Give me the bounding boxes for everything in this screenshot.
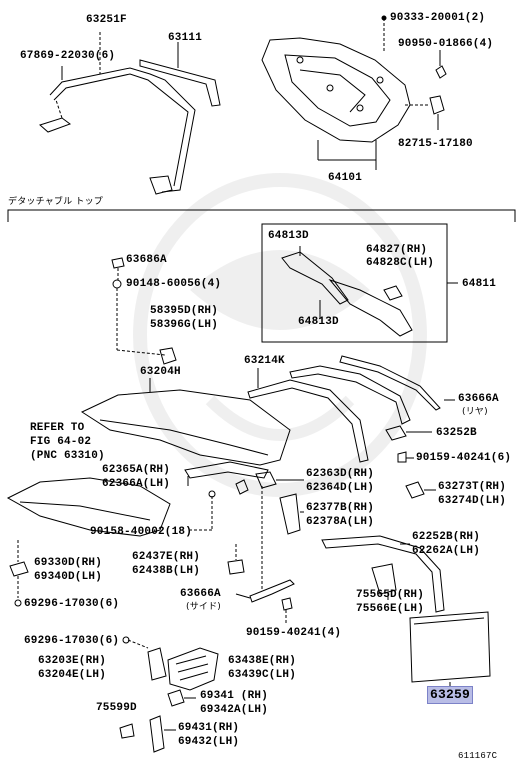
label-69431[interactable]: 69431(RH) [178, 722, 240, 734]
label-67869-22030[interactable]: 67869-22030(6) [20, 50, 116, 62]
part-64101-panel [261, 15, 447, 170]
ref-line2[interactable]: FIG 64-02 [30, 436, 92, 448]
part-62365A [184, 461, 269, 486]
label-64827[interactable]: 64827(RH) [366, 244, 428, 256]
label-64813D-top[interactable]: 64813D [268, 230, 309, 242]
label-90333-20001[interactable]: 90333-20001(2) [390, 12, 486, 24]
section-title: デタッチャブル トップ [8, 197, 103, 207]
part-63203E-latch [122, 636, 167, 681]
label-69342A[interactable]: 69342A(LH) [200, 704, 269, 716]
label-90158-40002[interactable]: 90158-40002(18) [90, 526, 193, 538]
label-62262A[interactable]: 62262A(LH) [412, 545, 481, 557]
label-62366A[interactable]: 62366A(LH) [102, 478, 171, 490]
label-63438E[interactable]: 63438E(RH) [228, 655, 297, 667]
label-64101[interactable]: 64101 [328, 172, 363, 184]
label-90159-40241-top[interactable]: 90159-40241(6) [416, 452, 512, 464]
label-63273T[interactable]: 63273T(RH) [438, 481, 507, 493]
label-62378A[interactable]: 62378A(LH) [306, 516, 375, 528]
label-62252B[interactable]: 62252B(RH) [412, 531, 481, 543]
label-69432[interactable]: 69432(LH) [178, 736, 240, 748]
label-75599D[interactable]: 75599D [96, 702, 137, 714]
part-69341-handle [167, 689, 196, 707]
label-62364D[interactable]: 62364D(LH) [306, 482, 375, 494]
part-62363D [235, 471, 304, 495]
label-63214K[interactable]: 63214K [244, 355, 285, 367]
label-69296-17030-b[interactable]: 69296-17030(6) [24, 635, 120, 647]
label-63203E[interactable]: 63203E(RH) [38, 655, 107, 667]
label-58396G[interactable]: 58396G(LH) [150, 319, 219, 331]
part-63666A-side [235, 486, 295, 603]
label-64813D-bottom[interactable]: 64813D [298, 316, 339, 328]
part-62377B [279, 493, 304, 535]
label-75565D[interactable]: 75565D(RH) [356, 589, 425, 601]
label-75566E[interactable]: 75566E(LH) [356, 603, 425, 615]
part-63251F-frame [39, 32, 196, 195]
figure-id: 611167C [458, 751, 498, 761]
label-63666A-rear[interactable]: 63666A [458, 393, 499, 405]
label-62438B[interactable]: 62438B(LH) [132, 565, 201, 577]
part-refer-roof [6, 477, 171, 537]
label-63666A-side[interactable]: 63666A [180, 588, 221, 600]
part-62252B [321, 535, 445, 613]
label-90159-40241-bottom[interactable]: 90159-40241(4) [246, 627, 342, 639]
label-90148-60056[interactable]: 90148-60056(4) [126, 278, 222, 290]
part-63438E-cover [167, 647, 219, 691]
ref-line1: REFER TO [30, 422, 85, 434]
label-69341[interactable]: 69341 (RH) [200, 690, 269, 702]
part-62437E [227, 544, 245, 575]
label-58395D[interactable]: 58395D(RH) [150, 305, 219, 317]
label-63274D[interactable]: 63274D(LH) [438, 495, 507, 507]
label-63204E[interactable]: 63204E(LH) [38, 669, 107, 681]
ref-line3[interactable]: (PNC 63310) [30, 450, 105, 462]
label-63204H[interactable]: 63204H [140, 366, 181, 378]
label-side-note: (サイド) [186, 602, 222, 612]
part-63214K-seal [247, 368, 369, 463]
label-62377B[interactable]: 62377B(RH) [306, 502, 375, 514]
fastener-90159-bottom [281, 597, 293, 625]
watermark-logo [133, 173, 427, 497]
label-69340D[interactable]: 69340D(LH) [34, 571, 103, 583]
part-63273T [405, 481, 436, 499]
label-63252B[interactable]: 63252B [436, 427, 477, 439]
label-62363D[interactable]: 62363D(RH) [306, 468, 375, 480]
label-82715-17180[interactable]: 82715-17180 [398, 138, 473, 150]
fastener-90158 [190, 490, 216, 531]
label-63251F[interactable]: 63251F [86, 14, 127, 26]
label-63259-highlighted[interactable]: 63259 [426, 686, 474, 704]
label-rear-note: (リヤ) [462, 407, 488, 417]
label-64811[interactable]: 64811 [462, 278, 497, 290]
label-64828C[interactable]: 64828C(LH) [366, 257, 435, 269]
part-64811-group [261, 223, 458, 343]
part-63259-panel [409, 611, 491, 688]
part-69431-lever [119, 715, 176, 753]
part-63204H-roof [80, 378, 291, 466]
label-63111[interactable]: 63111 [168, 32, 203, 44]
part-63111-strip [139, 42, 221, 107]
label-62437E[interactable]: 62437E(RH) [132, 551, 201, 563]
section-bracket [7, 209, 516, 222]
label-63686A[interactable]: 63686A [126, 254, 167, 266]
label-90950-01866[interactable]: 90950-01866(4) [398, 38, 494, 50]
part-63666A-rear [289, 355, 455, 425]
fastener-63686A [111, 257, 177, 365]
label-62365A[interactable]: 62365A(RH) [102, 464, 171, 476]
label-69330D[interactable]: 69330D(RH) [34, 557, 103, 569]
label-69296-17030-a[interactable]: 69296-17030(6) [24, 598, 120, 610]
part-75565D [371, 563, 397, 600]
part-69330D [9, 540, 29, 607]
label-63439C[interactable]: 63439C(LH) [228, 669, 297, 681]
part-63252B [385, 425, 432, 463]
